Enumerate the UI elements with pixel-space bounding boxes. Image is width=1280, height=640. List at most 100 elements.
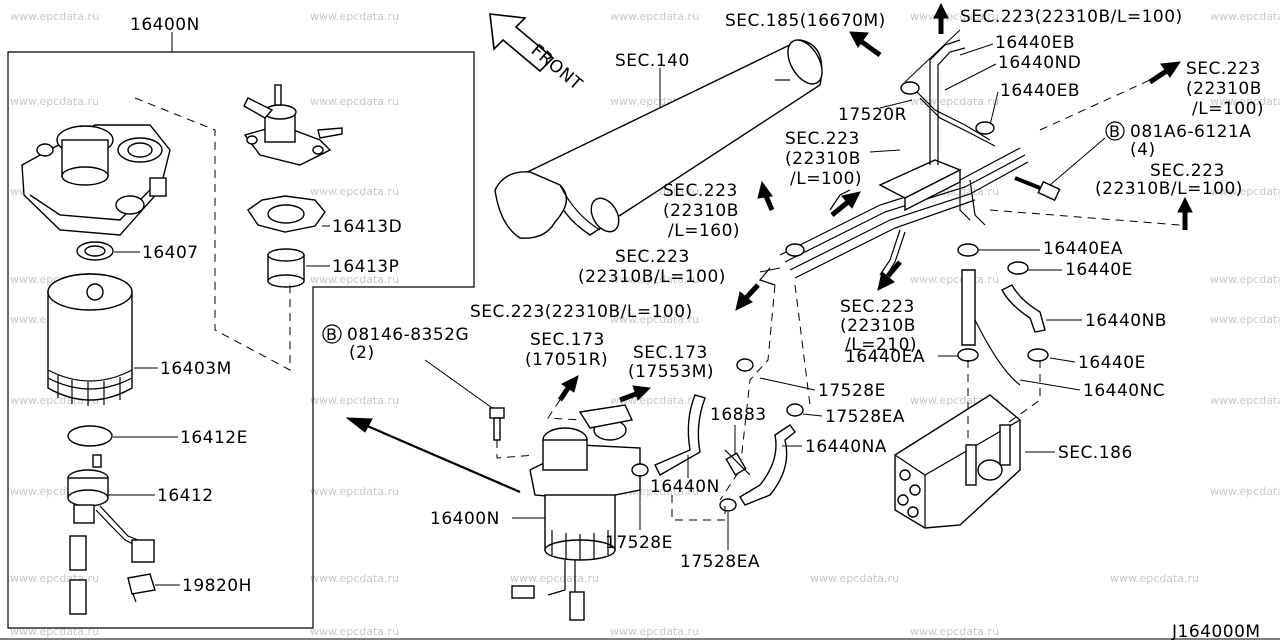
watermark: www.epcdata.ru	[1210, 394, 1280, 407]
priming-pump-icon	[243, 84, 343, 166]
return-hose-icon	[654, 394, 796, 506]
seal-icon	[67, 425, 113, 447]
leader-16440NC	[1019, 379, 1081, 391]
label-16400N-main: 16400N	[430, 509, 500, 529]
label-19820H: 19820H	[182, 576, 252, 596]
leader-17520R	[879, 99, 913, 109]
dash-r2	[989, 209, 1181, 226]
leader-sec223-l100	[759, 267, 781, 273]
watermark: www.epcdata.ru	[510, 572, 599, 585]
watermark: www.epcdata.ru	[1110, 572, 1199, 585]
label-sec223-r1-3: /L=100)	[1192, 99, 1264, 119]
front-arrow-icon	[489, 13, 555, 73]
arrow-sec223-long	[735, 283, 760, 311]
arrow-sec223-160	[757, 180, 775, 211]
arrow-sec223-210	[877, 260, 902, 291]
arrow-sec223-r1	[1148, 61, 1182, 85]
label-sec173a-1: SEC.173	[530, 330, 605, 350]
bolt-symbol-b-icon	[1105, 121, 1125, 141]
water-sensor-icon	[67, 454, 155, 615]
label-16440NB: 16440NB	[1085, 311, 1167, 331]
label-sec173a-2: (17051R)	[525, 350, 608, 370]
label-16440EA-2: 16440EA	[845, 347, 925, 367]
watermark: www.epcdata.ru	[310, 185, 399, 198]
label-sec223-160-2: (22310B	[663, 201, 739, 221]
filter-element-icon	[47, 273, 133, 406]
label-sec223-r1-2: (22310B	[1186, 79, 1262, 99]
label-sec173b-2: (17553M)	[628, 362, 714, 382]
watermark: www.epcdata.ru	[1210, 10, 1280, 23]
filter-head-icon	[21, 124, 171, 236]
watermark: www.epcdata.ru	[910, 625, 999, 638]
leader-17528E-1	[759, 377, 816, 391]
watermark: www.epcdata.ru	[310, 273, 399, 286]
arrow-sec185	[849, 31, 882, 58]
arrow-sec173b	[619, 385, 652, 403]
leader-16440ND	[944, 63, 997, 91]
spacer-icon	[267, 248, 305, 288]
label-sec223-210-2: (22310B	[840, 316, 916, 336]
label-16440E-1: 16440E	[1065, 260, 1133, 280]
label-16440NC: 16440NC	[1083, 381, 1165, 401]
hose-clamp-icon	[785, 81, 1049, 362]
label-17520R: 17520R	[838, 105, 907, 125]
clip-icon	[127, 573, 156, 603]
watermark: www.epcdata.ru	[10, 10, 99, 23]
leader-081A6	[1049, 137, 1106, 186]
watermark: www.epcdata.ru	[1210, 185, 1280, 198]
inset-frame	[7, 51, 475, 629]
label-16440N: 16440N	[650, 477, 720, 497]
label-sec223-m-2: (22310B	[785, 149, 861, 169]
leader-sec223-m	[869, 149, 901, 153]
label-16440EB-2: 16440EB	[1000, 81, 1080, 101]
dash-guide	[134, 97, 291, 371]
arrow-sec223-mid	[830, 191, 861, 217]
label-16440ND: 16440ND	[998, 53, 1081, 73]
intake-duct-icon	[494, 39, 823, 239]
watermark: www.epcdata.ru	[1210, 95, 1280, 108]
label-sec223-r1-1: SEC.223	[1186, 59, 1261, 79]
leader-17528EA-1	[802, 413, 823, 417]
watermark: www.epcdata.ru	[10, 625, 99, 638]
front-direction-indicator: FRONT	[489, 13, 586, 95]
label-sec223-160-1: SEC.223	[663, 181, 738, 201]
bolt-icon	[1014, 176, 1061, 202]
fuel-hose-icon	[961, 269, 1046, 346]
label-sec223-160-3: /L=160)	[668, 221, 740, 241]
watermark: www.epcdata.ru	[310, 485, 399, 498]
watermark: www.epcdata.ru	[10, 95, 99, 108]
label-16412E: 16412E	[180, 428, 248, 448]
label-sec173b-1: SEC.173	[633, 343, 708, 363]
label-sec140: SEC.140	[615, 51, 690, 71]
small-bolt-icon	[489, 407, 505, 441]
leader-16440EB-1	[959, 43, 994, 56]
watermark: www.epcdata.ru	[1210, 273, 1280, 286]
watermark: www.epcdata.ru	[910, 95, 999, 108]
dash-sec173a	[547, 399, 583, 421]
watermark: www.epcdata.ru	[310, 625, 399, 638]
label-sec223-l100-2: (22310B/L=100)	[578, 267, 726, 287]
watermark: www.epcdata.ru	[910, 273, 999, 286]
check-valve-icon	[724, 449, 751, 476]
dash-bolt	[496, 440, 536, 459]
label-sec223-m-3: /L=100)	[790, 169, 862, 189]
bolt-symbol-letter: B	[326, 325, 337, 344]
main-fuel-filter-icon	[511, 404, 641, 621]
label-sec223-top: SEC.223(22310B/L=100)	[960, 7, 1183, 27]
watermark: www.epcdata.ru	[810, 572, 899, 585]
watermark: www.epcdata.ru	[310, 10, 399, 23]
watermark: www.epcdata.ru	[910, 10, 999, 23]
label-16413P: 16413P	[332, 257, 399, 277]
label-16883: 16883	[710, 405, 767, 425]
dash-center	[719, 284, 776, 501]
watermark: www.epcdata.ru	[1210, 485, 1280, 498]
bolt-symbol-letter: B	[1109, 122, 1120, 141]
dash-r1	[1039, 79, 1151, 131]
label-16440EB-1: 16440EB	[995, 33, 1075, 53]
watermark: www.epcdata.ru	[610, 313, 699, 326]
inset-panel: 16400N	[7, 15, 475, 629]
label-16412: 16412	[157, 486, 214, 506]
label-08146: 08146-8352G	[347, 325, 469, 345]
leader-sec223-top	[904, 29, 961, 83]
